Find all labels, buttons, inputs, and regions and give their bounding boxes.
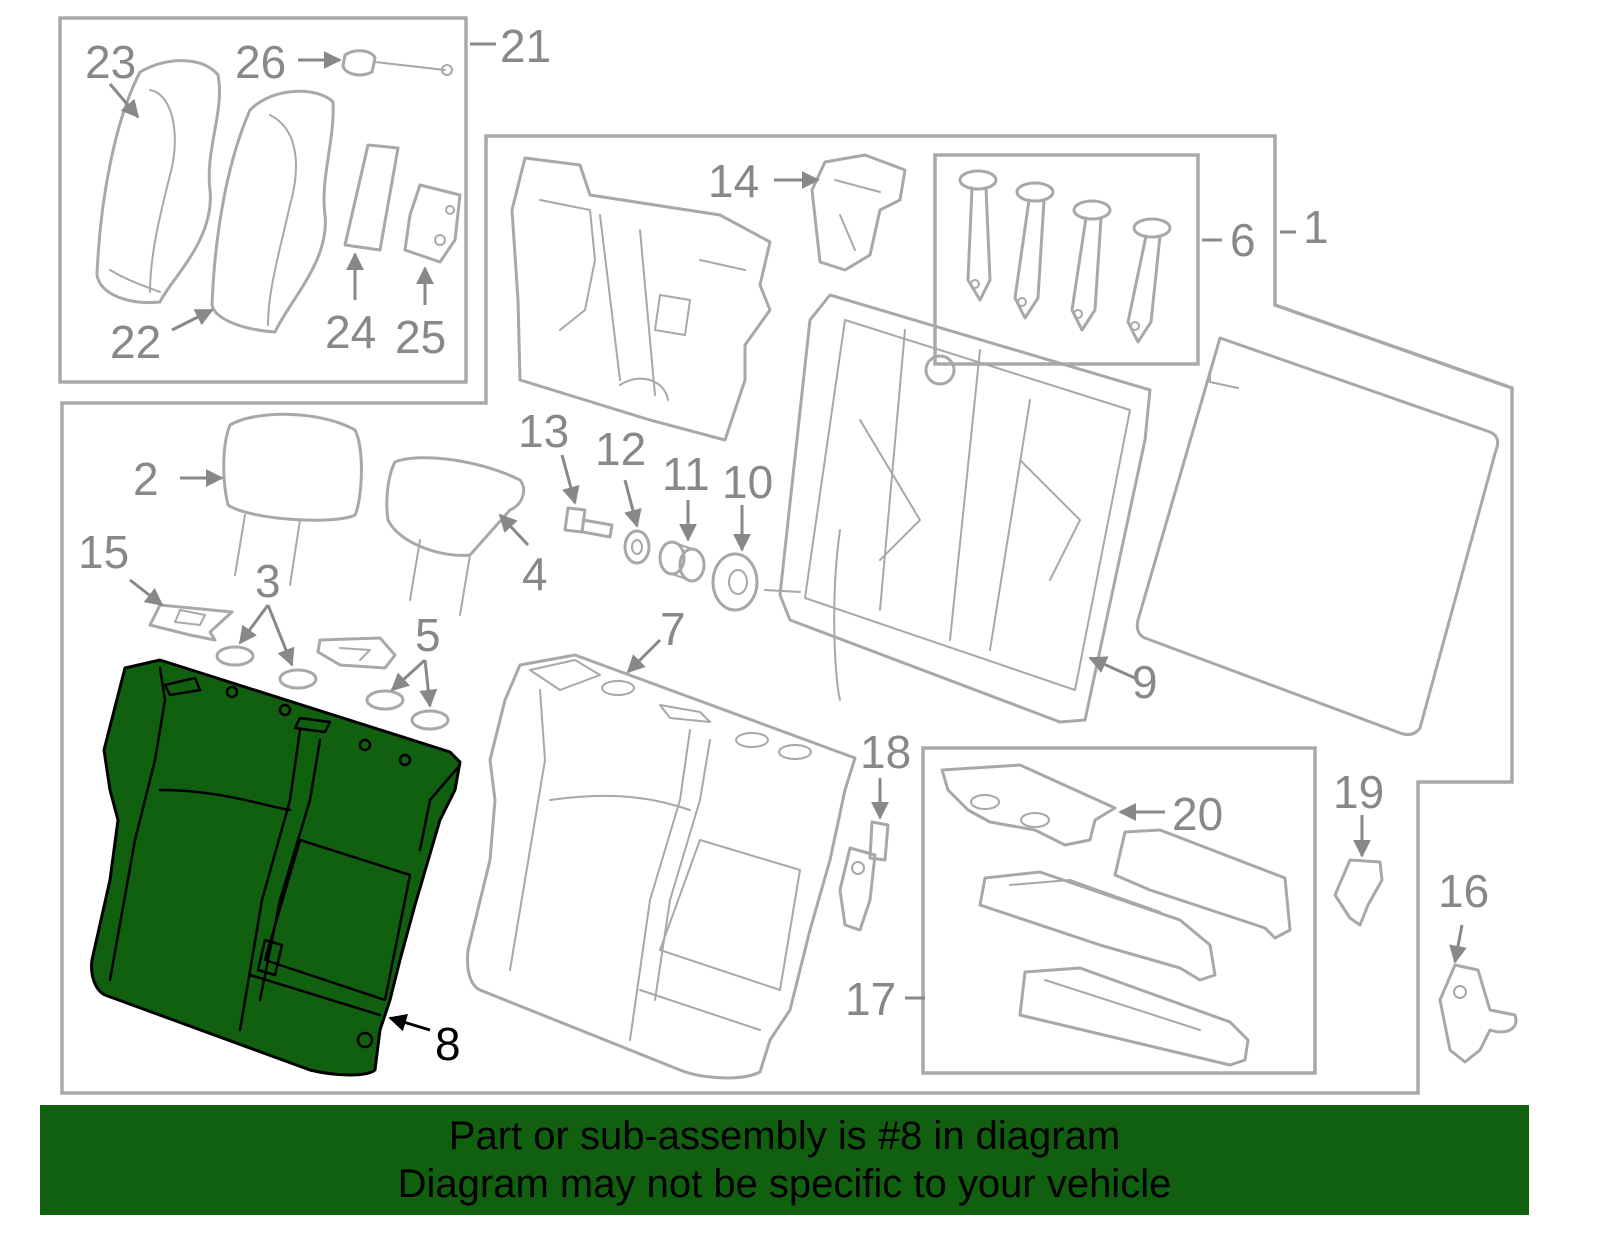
- main-assembly-box: [60, 134, 1514, 1095]
- guide-sleeves-left-part: [215, 645, 318, 690]
- callout-5: 5: [415, 609, 441, 661]
- headrest-rod-part: [341, 49, 453, 77]
- armrest-group-box: [921, 746, 1317, 1075]
- seat-belt-buckle-part: [838, 820, 890, 932]
- seat-back-cushion-center-part: [466, 653, 857, 1080]
- seat-back-frame-part: [764, 293, 1152, 724]
- callout-3: 3: [255, 555, 281, 607]
- callout-9: 9: [1132, 656, 1158, 708]
- callout-2: 2: [133, 453, 159, 505]
- banner-line-part-number: Part or sub-assembly is #8 in diagram: [448, 1114, 1121, 1158]
- headrest-bracket-part: [403, 183, 462, 264]
- callout-8: 8: [435, 1018, 461, 1070]
- info-banner: Part or sub-assembly is #8 in diagram Di…: [40, 1105, 1529, 1215]
- headrest-guide-sleeve-part: [148, 603, 234, 642]
- headrest-guide-part: [343, 143, 400, 252]
- callout-7: 7: [660, 603, 686, 655]
- callout-24: 24: [325, 306, 376, 358]
- callout-12: 12: [595, 423, 646, 475]
- callout-26: 26: [235, 36, 286, 88]
- headrest-cover-part: [95, 59, 221, 305]
- seat-back-panel-part: [510, 156, 772, 442]
- callout-labels: 1 2 3 4 5 6 7 8 9 10 11 12 13 14 15 16 1…: [78, 20, 1489, 1070]
- callout-18: 18: [860, 726, 911, 778]
- callout-23: 23: [85, 36, 136, 88]
- seat-back-board-part: [1135, 336, 1500, 737]
- callout-17: 17: [845, 973, 896, 1025]
- headrest-right-part: [385, 456, 526, 616]
- callout-6: 6: [1230, 214, 1256, 266]
- seat-back-cushion-part-highlighted: [90, 658, 462, 1077]
- guide-sleeves-right-part: [316, 636, 450, 731]
- trim-cover-part: [1333, 858, 1384, 927]
- callout-16: 16: [1438, 865, 1489, 917]
- callout-19: 19: [1333, 766, 1384, 818]
- washer-part: [623, 529, 651, 565]
- leader-lines: [108, 42, 1467, 1032]
- latch-cover-part: [810, 153, 907, 272]
- callout-14: 14: [708, 155, 759, 207]
- hinge-bracket-part: [1438, 963, 1518, 1064]
- callout-13: 13: [518, 405, 569, 457]
- pivot-nut-part: [711, 552, 759, 612]
- callout-25: 25: [395, 311, 446, 363]
- callout-20: 20: [1172, 788, 1223, 840]
- bolt-part: [563, 506, 614, 539]
- headrest-kit-box: [58, 16, 468, 384]
- callout-15: 15: [78, 526, 129, 578]
- bushing-part: [658, 540, 706, 583]
- callout-1: 1: [1303, 201, 1329, 253]
- latch-strikers-part: [958, 169, 1172, 344]
- cup-holder-part: [940, 763, 1117, 847]
- callout-22: 22: [110, 316, 161, 368]
- callout-4: 4: [522, 548, 548, 600]
- headrest-pad-part: [210, 89, 335, 334]
- callout-11: 11: [662, 448, 710, 500]
- headrest-left-part: [222, 412, 363, 586]
- armrest-part: [978, 828, 1292, 1067]
- latch-group-box: [933, 153, 1200, 366]
- banner-line-disclaimer: Diagram may not be specific to your vehi…: [397, 1162, 1172, 1206]
- callout-21: 21: [500, 20, 551, 72]
- callout-10: 10: [722, 456, 773, 508]
